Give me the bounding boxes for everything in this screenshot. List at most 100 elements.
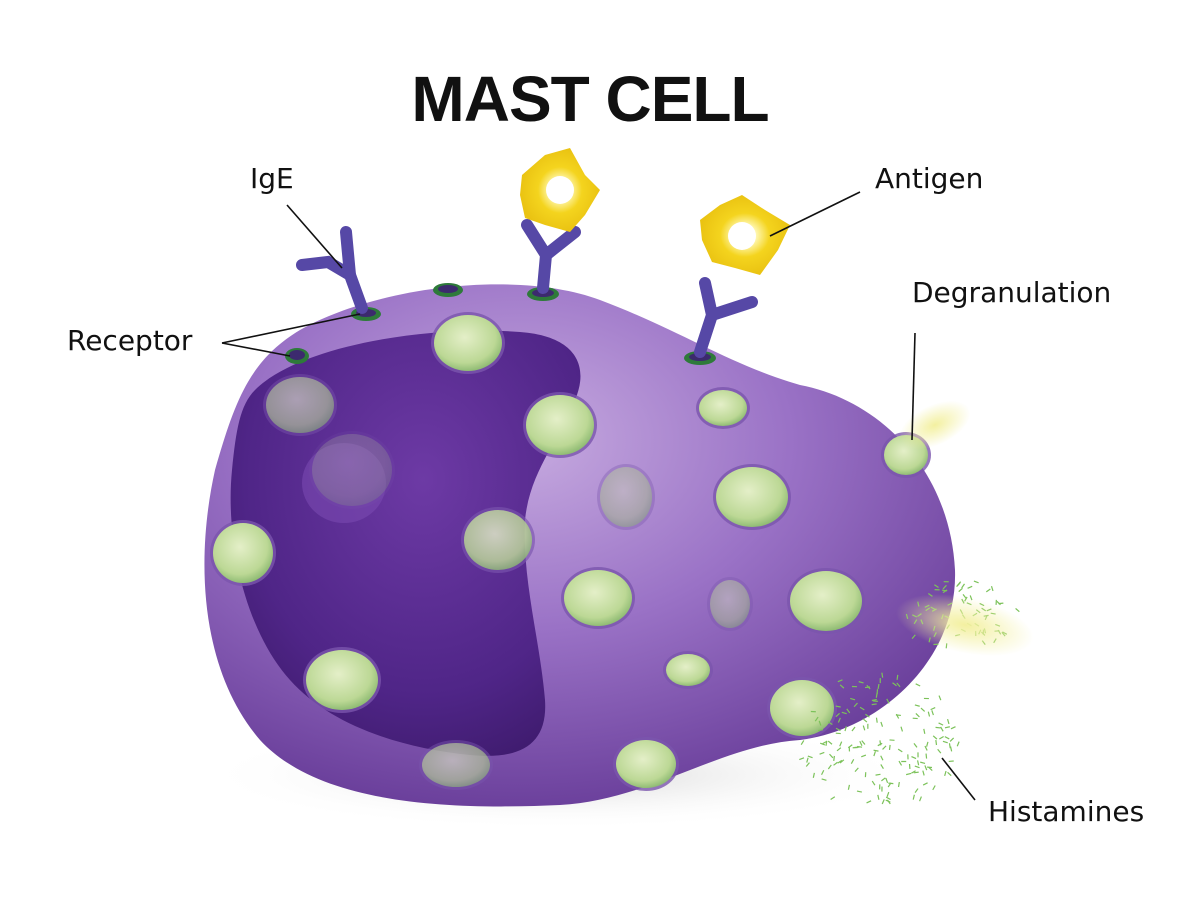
histamine-particle [856,790,862,793]
receptor-leader-line [221,313,361,344]
histamine-particle [913,771,919,774]
histamine-particle [871,703,877,706]
granule [616,740,676,788]
granule [422,743,490,787]
histamines-leader-line [941,757,976,801]
histamine-particle [948,743,951,749]
histamine-particle [886,791,890,797]
histamine-particle [1015,607,1020,613]
histamine-particle [835,705,841,708]
granule [526,395,594,455]
histamine-particle [877,794,880,800]
antigen [520,148,600,232]
histamine-particle [851,726,856,732]
histamine-particle [800,740,805,746]
histamine-particle [839,759,845,764]
granule [564,570,632,626]
histamine-particle [881,672,884,678]
granule [710,580,750,628]
ige-leader-line [286,204,343,269]
histamine-particle [916,760,920,766]
receptor [285,348,309,364]
histamine-particle [923,728,926,734]
histamine-particle [932,785,936,791]
histamine-particle [885,777,889,783]
diagram-title: MAST CELL [411,63,769,135]
histamine-particle [819,742,826,746]
degranulation-spray-lower [896,593,1034,657]
histamine-particle [837,679,843,683]
histamine-particle [881,777,886,782]
histamine-particle [919,796,922,802]
histamine-particle [892,682,897,687]
histamine-particle [841,711,847,715]
histamine-particle [924,745,928,751]
histamine-particle [881,799,885,805]
histamine-particle [920,707,926,712]
histamine-particle [927,711,931,717]
histamine-particle [886,799,891,805]
histamine-particle [844,726,847,732]
granule [770,680,834,736]
histamine-particle [926,741,929,747]
histamine-particle [911,755,917,760]
histamine-particle [961,583,966,589]
histamine-particle [990,585,994,592]
histamine-particle [898,760,903,766]
histamine-particle [827,740,833,745]
histamine-particle [814,716,819,722]
histamine-particle [875,773,881,776]
histamine-particle [942,584,947,590]
histamine-particle [805,762,810,767]
label-histamines: Histamines [988,795,1145,828]
histamine-particle [862,725,866,731]
histamine-particle [880,755,884,761]
granule [434,315,502,371]
histamine-particle [947,718,950,725]
label-receptor: Receptor [67,324,193,357]
histamine-particle [922,782,928,786]
histamine-particle [854,767,859,772]
histamine-particle [833,761,838,766]
histamine-particle [934,584,939,588]
histamine-particle [837,717,841,723]
histamine-particle [882,745,887,750]
granule [699,390,747,426]
histamine-particle [938,722,944,726]
histamine-particle [947,771,952,777]
histamine-particle [942,740,948,744]
histamine-particle [958,587,963,593]
histamine-particle [897,781,900,788]
histamine-particle [940,726,944,732]
histamine-particle [861,754,867,758]
histamine-particle [900,726,904,732]
histamine-particle [895,713,900,719]
histamine-particle [985,588,991,593]
ige-antibody [521,219,581,294]
histamine-particle [829,753,834,759]
histamine-particle [827,764,832,770]
histamine-particle [924,765,928,771]
granule [716,467,788,527]
histamine-particle [818,729,824,732]
histamine-particle [949,737,955,742]
histamine-particle [836,747,842,752]
histamine-particle [879,740,882,746]
histamine-particle [944,726,950,729]
histamine-particle [880,721,884,727]
degranulation-spray-upper [899,400,971,450]
histamine-particle [941,589,948,592]
histamine-particle [998,602,1004,605]
histamine-particle [873,749,879,752]
histamine-particle [821,778,827,781]
histamine-particle [853,702,858,708]
histamine-particle [806,757,809,763]
histamine-particle [861,740,866,745]
histamine-particle [973,580,979,584]
granule [306,650,378,710]
histamine-particle [944,736,950,740]
histamine-particle [950,726,956,730]
histamine-particle [819,751,825,755]
